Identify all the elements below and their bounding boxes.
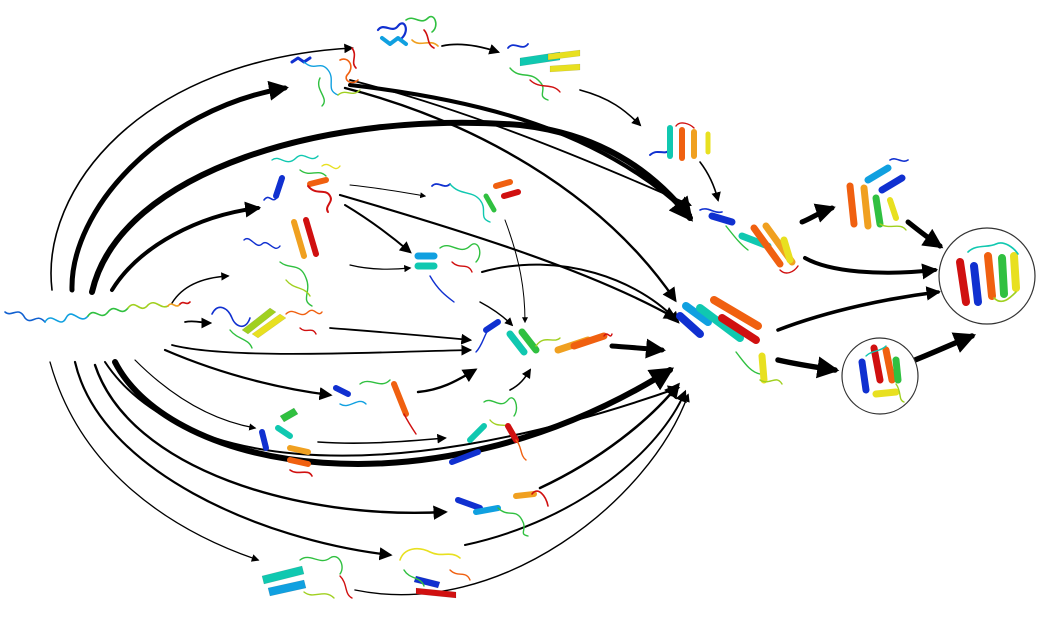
arrow-unfolded-to-b bbox=[171, 272, 230, 304]
intermediate-h-structure bbox=[449, 397, 527, 465]
arrow-nn2-to-native bbox=[776, 286, 941, 332]
arrow-nn2-to-misfold bbox=[775, 356, 840, 379]
arrow-d2-to-nn2 bbox=[481, 263, 680, 324]
arrow-nn1-to-native bbox=[803, 256, 939, 280]
arrow-j-to-center bbox=[509, 368, 532, 391]
arrow-b-to-d2 bbox=[349, 264, 412, 273]
arrow-misfold-to-native bbox=[912, 332, 977, 363]
arrow-e-to-center bbox=[416, 368, 478, 394]
arrow-d-to-center bbox=[504, 219, 528, 324]
arrow-topmid-to-nn1b bbox=[349, 79, 692, 207]
arrow-i-to-nn2 bbox=[354, 393, 690, 596]
arrow-h-to-nn2 bbox=[464, 389, 687, 546]
intermediate-k-structure bbox=[399, 547, 471, 599]
intermediate-top1-structure bbox=[290, 47, 361, 107]
arrow-unfolded-to-bottom-thick bbox=[112, 359, 675, 467]
arrow-top1-to-top2 bbox=[441, 43, 501, 55]
arrow-top3-to-nn1 bbox=[699, 161, 721, 202]
arrow-top2-to-top3 bbox=[579, 89, 642, 127]
arrow-a-to-d2 bbox=[344, 204, 412, 254]
unfolded-chain-structure bbox=[4, 301, 191, 323]
intermediate-a-structure bbox=[263, 154, 341, 213]
arrow-center-to-nn2 bbox=[609, 338, 666, 359]
arrow-a-to-d1 bbox=[349, 184, 427, 199]
arrow-d2-to-center bbox=[479, 301, 514, 327]
arrow-unfolded-to-f bbox=[134, 359, 257, 431]
arrow-unfolded-to-a bbox=[110, 201, 262, 292]
arrow-nn1-to-nn3 bbox=[799, 203, 836, 225]
intermediate-center-structure bbox=[475, 319, 613, 356]
intermediate-d-structure bbox=[431, 179, 521, 223]
arrow-unfolded-to-bottomright bbox=[104, 361, 681, 457]
intermediate-f-structure bbox=[333, 379, 417, 435]
near-native-3-structure bbox=[846, 158, 909, 231]
arrow-nn3-to-native bbox=[905, 219, 944, 249]
arrow-unfolded-to-e bbox=[163, 348, 333, 401]
arrow-unfolded-to-top bbox=[50, 43, 354, 291]
arrow-unfolded-to-center1 bbox=[171, 344, 473, 356]
arrow-a-to-nn2 bbox=[338, 193, 678, 320]
near-native-1-structure bbox=[699, 208, 799, 274]
arrow-c-to-center bbox=[329, 327, 473, 345]
intermediate-i-structure bbox=[455, 490, 549, 537]
near-native-2-structure bbox=[676, 296, 783, 385]
arrow-unfolded-to-g bbox=[93, 363, 448, 520]
intermediate-e-structure bbox=[414, 243, 481, 303]
intermediate-b-structure bbox=[243, 217, 319, 307]
arrow-topmid-to-nn1-thick bbox=[348, 83, 693, 218]
intermediate-c-structure bbox=[211, 306, 323, 349]
arrow-unfolded-to-long-thick bbox=[89, 119, 693, 295]
arrow-unfolded-to-top1 bbox=[69, 80, 289, 293]
arrow-k-to-nn2 bbox=[538, 382, 680, 490]
intermediate-g-structure bbox=[259, 407, 313, 477]
native-state bbox=[938, 227, 1036, 325]
intermediate-top2-structure bbox=[507, 43, 581, 101]
intermediate-top-blob-structure bbox=[376, 15, 439, 49]
arrow-unfolded-to-c bbox=[184, 317, 213, 329]
intermediate-top3-structure bbox=[649, 122, 711, 161]
misfolded-state bbox=[841, 337, 919, 415]
arrow-unfolded-to-i bbox=[49, 361, 260, 562]
arrow-f-to-j bbox=[317, 433, 447, 445]
intermediate-j-structure bbox=[261, 555, 353, 599]
arrow-unfolded-to-h bbox=[73, 360, 393, 561]
arrow-topmid-to-nn2 bbox=[343, 86, 677, 303]
pathway-arrows bbox=[49, 43, 977, 596]
